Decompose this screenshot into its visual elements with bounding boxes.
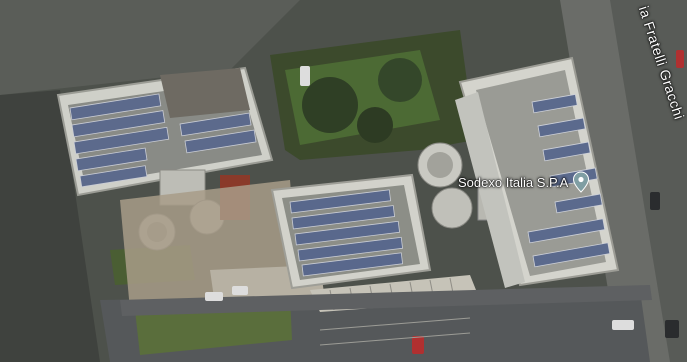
poi-marker[interactable]: Sodexo Italia S.P.A [458,171,590,193]
map-pin-icon[interactable] [572,171,590,193]
poi-label[interactable]: Sodexo Italia S.P.A [458,174,569,190]
